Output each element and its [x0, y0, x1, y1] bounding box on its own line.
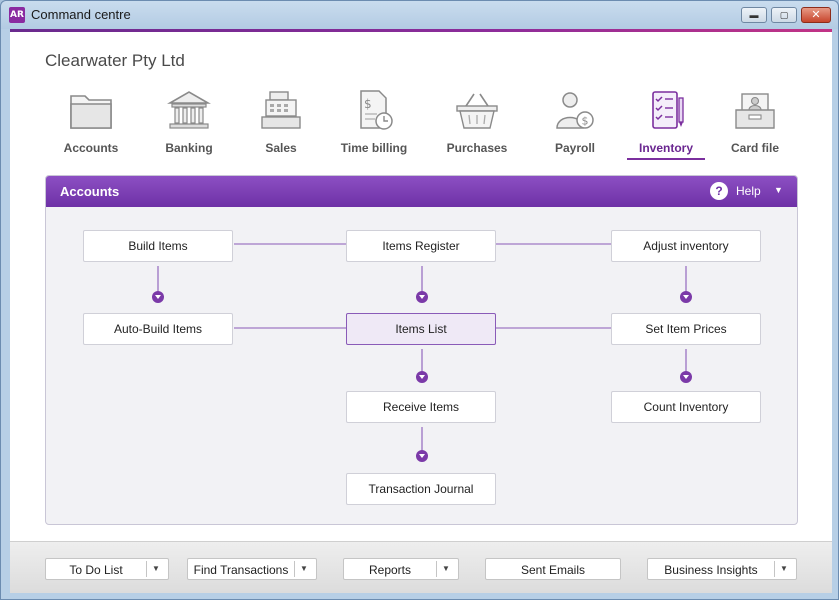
reports-button[interactable]: Reports ▼ — [343, 558, 459, 580]
find-transactions-label: Find Transactions — [193, 563, 289, 577]
payroll-icon: $ — [556, 92, 594, 129]
help-button[interactable]: Help — [736, 184, 761, 198]
chevron-down-icon[interactable]: ▼ — [780, 564, 788, 573]
split-divider — [294, 561, 295, 577]
app-logo-icon: AR — [9, 7, 25, 23]
count-inventory-button[interactable]: Count Inventory — [611, 391, 761, 423]
business-insights-label: Business Insights — [664, 563, 758, 577]
sent-emails-button[interactable]: Sent Emails — [485, 558, 621, 580]
help-dropdown-icon[interactable]: ▼ — [774, 185, 783, 195]
basket-icon — [456, 93, 498, 129]
nav-label: Banking — [165, 141, 213, 155]
time-billing-icon: $ — [360, 90, 393, 130]
bottom-toolbar: To Do List ▼ Find Transactions ▼ Reports… — [10, 541, 832, 593]
build-items-button[interactable]: Build Items — [83, 230, 233, 262]
chevron-down-icon[interactable]: ▼ — [152, 564, 160, 573]
active-tab-underline — [627, 158, 705, 160]
nav-banking[interactable]: Banking — [144, 84, 234, 160]
nav-label: Accounts — [63, 141, 119, 155]
chevron-down-icon[interactable]: ▼ — [300, 564, 308, 573]
business-insights-button[interactable]: Business Insights ▼ — [647, 558, 797, 580]
nav-card-file[interactable]: Card file — [710, 84, 800, 160]
workflow-connectors — [152, 243, 692, 462]
nav-label: Inventory — [638, 141, 693, 155]
nav-inventory[interactable]: Inventory — [621, 84, 711, 160]
title-bar[interactable]: AR Command centre ▬ ▢ ✕ — [1, 1, 838, 29]
help-icon[interactable]: ? — [710, 182, 728, 200]
panel-header: Accounts ? Help ▼ — [46, 176, 797, 207]
main-area: Clearwater Pty Ltd Accounts Banking — [10, 32, 832, 541]
nav-label: Card file — [730, 141, 779, 155]
reports-label: Reports — [368, 563, 412, 577]
company-name: Clearwater Pty Ltd — [45, 51, 185, 70]
inventory-panel: Accounts ? Help ▼ — [45, 175, 798, 525]
adjust-inventory-button[interactable]: Adjust inventory — [611, 230, 761, 262]
nav-payroll[interactable]: $ Payroll — [530, 84, 620, 160]
nav-time-billing[interactable]: $ Time billing — [329, 84, 419, 160]
panel-title: Accounts — [60, 184, 120, 199]
find-transactions-button[interactable]: Find Transactions ▼ — [187, 558, 317, 580]
split-divider — [146, 561, 147, 577]
cash-register-icon — [261, 91, 301, 129]
minimize-button[interactable]: ▬ — [741, 7, 767, 23]
split-divider — [774, 561, 775, 577]
sent-emails-label: Sent Emails — [520, 563, 586, 577]
inventory-icon — [652, 91, 684, 129]
nav-label: Time billing — [340, 141, 408, 155]
nav-label: Sales — [265, 141, 297, 155]
svg-text:$: $ — [582, 115, 589, 128]
close-button[interactable]: ✕ — [801, 7, 831, 23]
arrow-down-icon — [152, 291, 692, 462]
svg-text:$: $ — [364, 97, 372, 111]
accent-line — [10, 29, 832, 32]
auto-build-items-button[interactable]: Auto-Build Items — [83, 313, 233, 345]
maximize-button[interactable]: ▢ — [771, 7, 797, 23]
folder-icon — [70, 95, 112, 129]
window-title: Command centre — [31, 7, 131, 22]
bank-icon — [167, 91, 211, 129]
nav-sales[interactable]: Sales — [236, 84, 326, 160]
items-register-button[interactable]: Items Register — [346, 230, 496, 262]
to-do-list-button[interactable]: To Do List ▼ — [45, 558, 169, 580]
nav-label: Payroll — [554, 141, 596, 155]
nav-label: Purchases — [446, 141, 508, 155]
set-item-prices-button[interactable]: Set Item Prices — [611, 313, 761, 345]
card-file-icon — [735, 93, 775, 129]
transaction-journal-button[interactable]: Transaction Journal — [346, 473, 496, 505]
nav-purchases[interactable]: Purchases — [432, 84, 522, 160]
receive-items-button[interactable]: Receive Items — [346, 391, 496, 423]
to-do-list-label: To Do List — [69, 563, 123, 577]
nav-accounts[interactable]: Accounts — [46, 84, 136, 160]
chevron-down-icon[interactable]: ▼ — [442, 564, 450, 573]
split-divider — [436, 561, 437, 577]
items-list-button[interactable]: Items List — [346, 313, 496, 345]
